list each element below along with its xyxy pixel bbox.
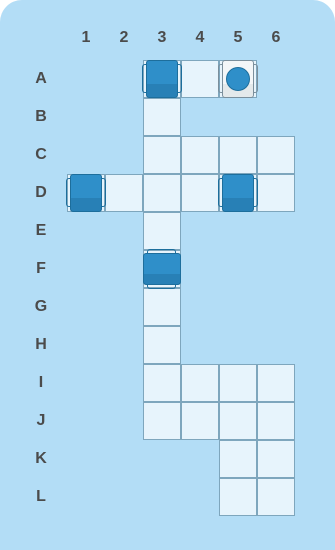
cell-g3[interactable]: [143, 288, 181, 326]
column-label-5: 5: [228, 29, 248, 47]
piece-d1[interactable]: [70, 174, 102, 212]
piece-a5[interactable]: [222, 60, 254, 98]
column-label-1: 1: [76, 29, 96, 47]
row-label-B: B: [31, 108, 51, 126]
piece-shade: [71, 198, 101, 211]
column-label-2: 2: [114, 29, 134, 47]
cell-j4[interactable]: [181, 402, 219, 440]
cell-c3[interactable]: [143, 136, 181, 174]
cell-d3[interactable]: [143, 174, 181, 212]
cell-i4[interactable]: [181, 364, 219, 402]
row-label-K: K: [31, 450, 51, 468]
row-label-D: D: [31, 184, 51, 202]
cell-c5[interactable]: [219, 136, 257, 174]
cell-i3[interactable]: [143, 364, 181, 402]
cell-j6[interactable]: [257, 402, 295, 440]
cell-k5[interactable]: [219, 440, 257, 478]
cell-a4[interactable]: [181, 60, 219, 98]
row-label-C: C: [31, 146, 51, 164]
cell-l5[interactable]: [219, 478, 257, 516]
cell-h3[interactable]: [143, 326, 181, 364]
row-label-E: E: [31, 222, 51, 240]
row-label-J: J: [31, 412, 51, 430]
cell-j5[interactable]: [219, 402, 257, 440]
target-marker-icon: [226, 67, 250, 91]
cell-d2[interactable]: [105, 174, 143, 212]
cell-k6[interactable]: [257, 440, 295, 478]
piece-f3[interactable]: [143, 253, 181, 285]
row-label-A: A: [31, 70, 51, 88]
cell-e3[interactable]: [143, 212, 181, 250]
cell-d6[interactable]: [257, 174, 295, 212]
row-label-G: G: [31, 298, 51, 316]
piece-a3[interactable]: [146, 60, 178, 98]
row-label-L: L: [31, 488, 51, 506]
cell-b3[interactable]: [143, 98, 181, 136]
piece-d5[interactable]: [222, 174, 254, 212]
piece-shade: [223, 198, 253, 211]
cell-l6[interactable]: [257, 478, 295, 516]
piece-shade: [144, 274, 180, 285]
cell-c4[interactable]: [181, 136, 219, 174]
column-label-3: 3: [152, 29, 172, 47]
row-label-I: I: [31, 374, 51, 392]
column-label-4: 4: [190, 29, 210, 47]
cell-j3[interactable]: [143, 402, 181, 440]
cell-i6[interactable]: [257, 364, 295, 402]
row-label-F: F: [31, 260, 51, 278]
column-label-6: 6: [266, 29, 286, 47]
cell-i5[interactable]: [219, 364, 257, 402]
cell-c6[interactable]: [257, 136, 295, 174]
piece-shade: [147, 84, 177, 97]
cell-d4[interactable]: [181, 174, 219, 212]
row-label-H: H: [31, 336, 51, 354]
